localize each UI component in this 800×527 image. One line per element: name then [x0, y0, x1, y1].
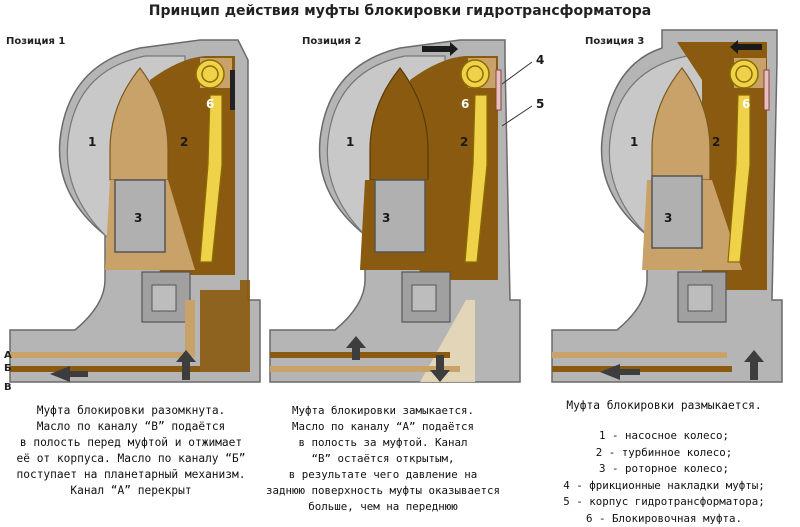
- part-number-6-p1: 6: [206, 97, 214, 111]
- caption-1-line: Муфта блокировки разомкнута.: [36, 404, 226, 417]
- callout-5: 5: [536, 97, 544, 111]
- part-number-3-p2: 3: [382, 211, 390, 225]
- torque-converter-diagrams: 1 2 3 6 1 2 3 6 1 2 3 6 4 5: [9, 29, 783, 383]
- legend-item: 6 - Блокировочная муфта.: [585, 511, 742, 525]
- legend-item: 3 - роторное колесо;: [598, 462, 729, 475]
- caption-1-line: её от корпуса. Масло по каналу “Б”: [16, 452, 246, 465]
- callout-4: 4: [536, 53, 544, 67]
- caption-2-line: больше, чем на переднюю: [308, 500, 458, 513]
- caption-3-line: Муфта блокировки размыкается.: [566, 399, 762, 412]
- position-2-label: Позиция 2: [302, 36, 362, 47]
- channel-label-b: Б: [4, 363, 12, 374]
- part-number-6-p3: 6: [742, 97, 750, 111]
- caption-1-line: Канал “А” перекрыт: [70, 484, 192, 497]
- part-number-2-p1: 2: [180, 135, 188, 149]
- legend-item: 1 - насосное колесо;: [598, 429, 729, 442]
- legend-item: 4 - фрикционные накладки муфты;: [563, 478, 765, 492]
- parts-legend: 1 - насосное колесо; 2 - турбинное колес…: [528, 428, 800, 527]
- diagram-title: Принцип действия муфты блокировки гидрот…: [148, 3, 652, 19]
- part-number-2-p2: 2: [460, 135, 468, 149]
- caption-2-line: “В” остаётся открытым,: [311, 452, 455, 465]
- caption-2-line: Масло по каналу “А” подаётся: [291, 420, 474, 433]
- panel-1-drawing: [9, 39, 261, 383]
- caption-position-1: Муфта блокировки разомкнута. Масло по ка…: [0, 403, 262, 499]
- channel-label-v: В: [4, 382, 12, 393]
- panel-2-drawing: [269, 39, 533, 383]
- part-number-3-p3: 3: [664, 211, 672, 225]
- caption-2-line: Муфта блокировки замыкается.: [291, 404, 474, 417]
- channel-label-a: А: [4, 350, 12, 361]
- part-number-2-p3: 2: [712, 135, 720, 149]
- legend-item: 5 - корпус гидротрансформатора;: [563, 495, 765, 508]
- part-number-1-p1: 1: [88, 135, 96, 149]
- caption-1-line: поступает на планетарный механизм.: [16, 468, 246, 481]
- caption-2-line: заднюю поверхность муфты оказывается: [265, 484, 500, 497]
- panel-3-drawing: [551, 29, 783, 383]
- position-3-label: Позиция 3: [585, 36, 645, 47]
- caption-position-2: Муфта блокировки замыкается. Масло по ка…: [238, 403, 528, 515]
- caption-2-line: в результате чего давление на: [288, 468, 478, 481]
- legend-item: 2 - турбинное колесо;: [595, 445, 733, 459]
- part-number-6-p2: 6: [461, 97, 469, 111]
- part-number-3-p1: 3: [134, 211, 142, 225]
- part-number-1-p2: 1: [346, 135, 354, 149]
- part-number-1-p3: 1: [630, 135, 638, 149]
- caption-position-3: Муфта блокировки размыкается.: [528, 398, 800, 414]
- caption-1-line: Масло по каналу “В” подаётся: [36, 420, 226, 433]
- caption-1-line: в полость перед муфтой и отжимает: [19, 436, 243, 449]
- caption-2-line: в полость за муфтой. Канал: [298, 436, 468, 449]
- position-1-label: Позиция 1: [6, 36, 66, 47]
